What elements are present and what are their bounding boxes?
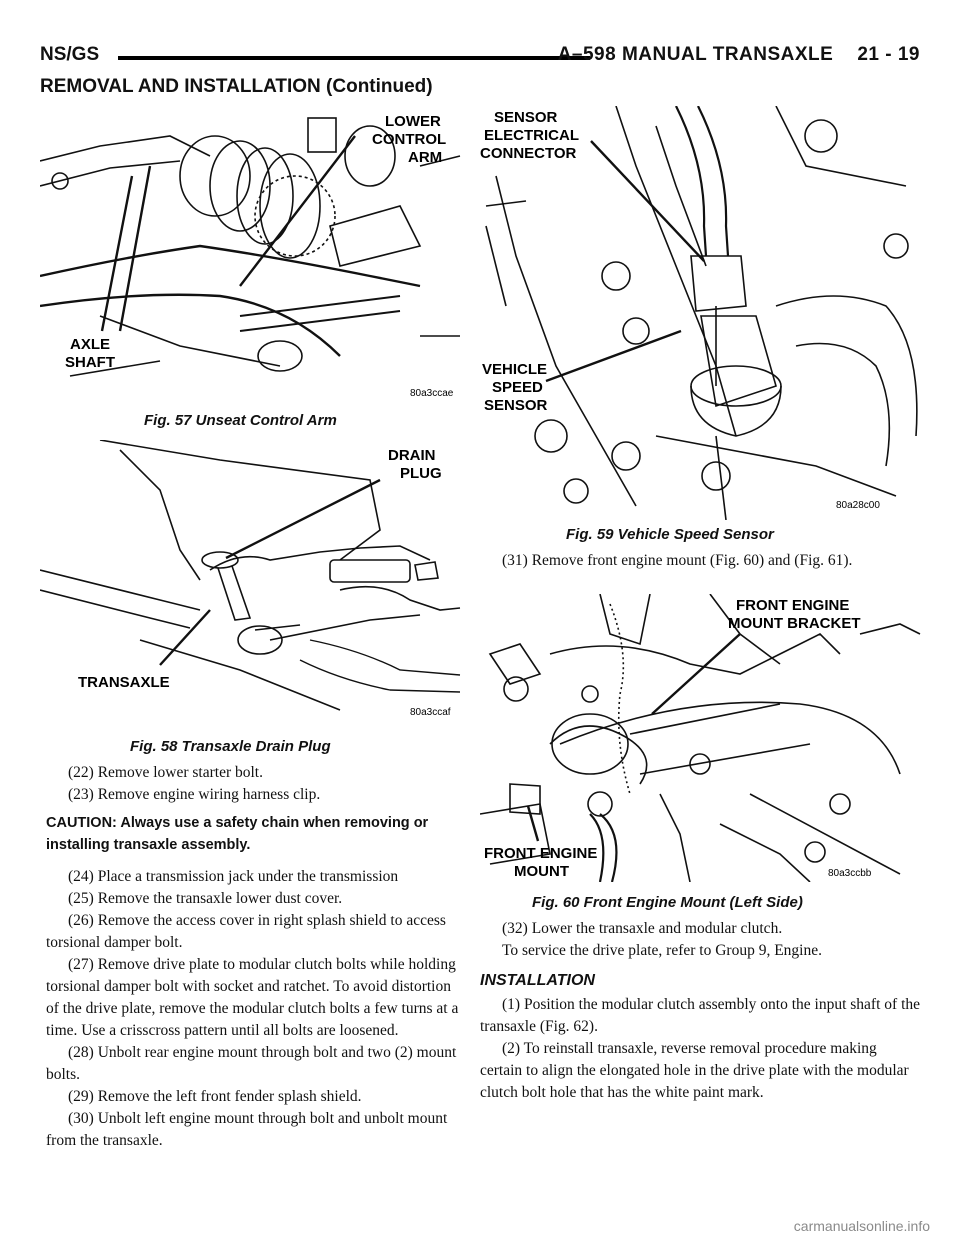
fig58-caption: Fig. 58 Transaxle Drain Plug [130, 738, 331, 755]
fig60-label-front-engine-2: FRONT ENGINE [484, 845, 597, 862]
step-32: (32) Lower the transaxle and modular clu… [502, 920, 783, 937]
header-title: A–598 MANUAL TRANSAXLE [557, 44, 834, 65]
fig59-label-vehicle: VEHICLE [482, 361, 547, 378]
fig59-label-connector: CONNECTOR [480, 145, 577, 162]
figure-60: FRONT ENGINE MOUNT BRACKET FRONT ENGINE … [480, 594, 922, 882]
installation-heading: INSTALLATION [480, 972, 595, 989]
fig60-label-front-engine: FRONT ENGINE [736, 597, 849, 614]
fig57-caption: Fig. 57 Unseat Control Arm [144, 412, 337, 429]
figure-60-illustration: FRONT ENGINE MOUNT BRACKET FRONT ENGINE … [480, 594, 921, 882]
fig57-label-arm: ARM [408, 149, 442, 166]
left-column-text: (22) Remove lower starter bolt. (23) Rem… [46, 762, 462, 1152]
section-heading: REMOVAL AND INSTALLATION (Continued) [40, 76, 433, 97]
fig57-label-shaft: SHAFT [65, 354, 115, 371]
fig58-label-drain: DRAIN [388, 447, 436, 464]
install-step-2: (2) To reinstall transaxle, reverse remo… [480, 1040, 909, 1101]
figure-59-illustration: SENSOR ELECTRICAL CONNECTOR VEHICLE SPEE… [480, 106, 918, 520]
right-column-top: (31) Remove front engine mount (Fig. 60)… [480, 550, 920, 572]
caution-note: CAUTION: Always use a safety chain when … [46, 815, 429, 853]
figure-57: LOWER CONTROL ARM AXLE SHAFT 80a3ccae [40, 106, 462, 404]
header-right: A–598 MANUAL TRANSAXLE 21 - 19 [558, 44, 920, 66]
step-26: (26) Remove the access cover in right sp… [46, 912, 446, 951]
step-31: (31) Remove front engine mount (Fig. 60)… [502, 552, 853, 569]
fig59-caption: Fig. 59 Vehicle Speed Sensor [566, 526, 774, 543]
fig57-label-lower: LOWER [385, 113, 441, 130]
step-24: (24) Place a transmission jack under the… [68, 868, 399, 885]
fig59-label-electrical: ELECTRICAL [484, 127, 579, 144]
fig58-label-plug: PLUG [400, 465, 442, 482]
header-rule [118, 56, 590, 60]
service-note: To service the drive plate, refer to Gro… [502, 942, 822, 959]
right-column-text: (32) Lower the transaxle and modular clu… [480, 918, 920, 1104]
step-27: (27) Remove drive plate to modular clutc… [46, 956, 459, 1039]
fig58-label-transaxle: TRANSAXLE [78, 674, 170, 691]
fig57-label-axle: AXLE [70, 336, 110, 353]
fig58-code: 80a3ccaf [410, 707, 451, 718]
fig60-label-mount-bracket: MOUNT BRACKET [728, 615, 861, 632]
fig60-caption: Fig. 60 Front Engine Mount (Left Side) [532, 894, 803, 911]
fig60-code: 80a3ccbb [828, 868, 872, 879]
fig57-label-control: CONTROL [372, 131, 446, 148]
fig59-label-sensor: SENSOR [494, 109, 558, 126]
page-header: NS/GS A–598 MANUAL TRANSAXLE 21 - 19 [40, 44, 920, 74]
fig60-label-mount: MOUNT [514, 863, 569, 880]
step-30: (30) Unbolt left engine mount through bo… [46, 1110, 448, 1149]
step-25: (25) Remove the transaxle lower dust cov… [68, 890, 343, 907]
figure-58-illustration: DRAIN PLUG TRANSAXLE 80a3ccaf [40, 440, 461, 718]
figure-57-illustration: LOWER CONTROL ARM AXLE SHAFT 80a3ccae [40, 113, 461, 399]
install-step-1: (1) Position the modular clutch assembly… [480, 996, 921, 1035]
step-23: (23) Remove engine wiring harness clip. [68, 786, 321, 803]
step-29: (29) Remove the left front fender splash… [68, 1088, 362, 1105]
page-number: 21 - 19 [857, 44, 920, 65]
fig59-code: 80a28c00 [836, 500, 880, 511]
fig57-code: 80a3ccae [410, 388, 454, 399]
watermark: carmanualsonline.info [793, 1218, 930, 1234]
fig59-label-sensor2: SENSOR [484, 397, 548, 414]
step-22: (22) Remove lower starter bolt. [68, 764, 263, 781]
figure-58: DRAIN PLUG TRANSAXLE 80a3ccaf [40, 440, 462, 728]
figure-59: SENSOR ELECTRICAL CONNECTOR VEHICLE SPEE… [476, 106, 922, 520]
header-model: NS/GS [40, 44, 100, 65]
step-28: (28) Unbolt rear engine mount through bo… [46, 1044, 457, 1083]
fig59-label-speed: SPEED [492, 379, 543, 396]
